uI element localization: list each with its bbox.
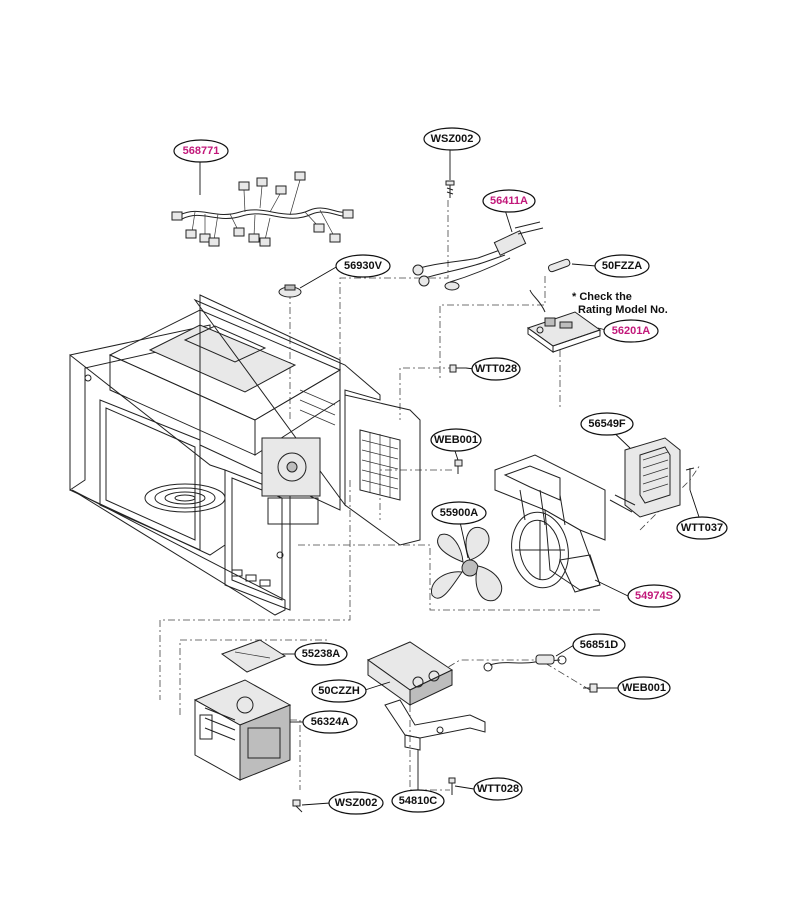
bracket-drawing [384,699,486,751]
label-wtt037[interactable]: WTT037 [676,516,728,540]
diode-drawing [483,654,567,672]
label-56324a[interactable]: 56324A [302,710,358,734]
label-568771[interactable]: 568771 [173,139,229,163]
label-text: 56411A [490,195,528,207]
sensor-wire-drawing [412,221,544,291]
wire-harness-drawing [171,171,354,247]
rating-model-note: * Check the Rating Model No. [572,291,668,316]
label-text: 50CZZH [318,685,360,697]
label-56851d[interactable]: 56851D [572,633,626,657]
bottom-screw-drawing [292,799,303,813]
fan-bracket-drawing [494,454,606,593]
note-line-2: Rating Model No. [578,304,668,316]
label-54974s[interactable]: 54974S [627,584,681,608]
label-text: 54810C [399,795,438,807]
label-text: 56549F [588,418,626,430]
label-50czzh[interactable]: 50CZZH [311,679,367,703]
magnetron-drawing [193,679,292,781]
label-wtt028-top[interactable]: WTT028 [471,357,521,381]
oven-cavity-drawing [69,294,421,616]
label-text: WTT037 [681,522,723,534]
label-wtt028-bottom[interactable]: WTT028 [473,777,523,801]
cavity-screws-drawing [449,364,466,474]
capacitor-drawing [366,641,454,706]
label-wsz002-top[interactable]: WSZ002 [423,127,481,151]
label-56201a[interactable]: 56201A [603,319,659,343]
label-text: 54974S [635,590,673,602]
label-56411a[interactable]: 56411A [482,189,536,213]
label-text: WSZ002 [335,797,378,809]
label-text: WTT028 [477,783,519,795]
insulation-sheet-drawing [220,639,287,673]
transformer-drawing [609,437,695,518]
fan-blade-drawing [431,527,502,602]
part-labels: 568771 WSZ002 56411A 50FZZA 56930V 56201… [173,127,728,815]
label-56549f[interactable]: 56549F [580,412,634,436]
label-54810c[interactable]: 54810C [391,789,445,813]
label-text: WEB001 [622,682,666,694]
label-text: 56201A [612,325,651,337]
pcb-drawing [526,289,602,353]
label-55900a[interactable]: 55900A [431,501,487,525]
label-web001-bottom[interactable]: WEB001 [617,676,671,700]
label-56930v[interactable]: 56930V [335,254,391,278]
label-text: 56324A [311,716,350,728]
label-web001-top[interactable]: WEB001 [430,428,482,452]
label-text: 568771 [183,145,220,157]
lower-screw-2-drawing [448,777,456,795]
label-text: 56851D [580,639,619,651]
label-55238a[interactable]: 55238A [294,642,348,666]
thermostat-drawing [278,284,302,298]
label-text: 55900A [440,507,479,519]
label-text: 56930V [344,260,383,272]
label-text: WEB001 [434,434,478,446]
note-line-1: * Check the [572,291,632,303]
fuse-drawing [547,258,571,273]
label-text: 50FZZA [602,260,642,272]
label-text: WSZ002 [431,133,474,145]
label-text: WTT028 [475,363,517,375]
screw-top-drawing [445,180,455,198]
label-50fzza[interactable]: 50FZZA [594,254,650,278]
lower-screw-drawing [583,683,598,693]
label-text: 55238A [302,648,341,660]
label-wsz002-bottom[interactable]: WSZ002 [328,791,384,815]
